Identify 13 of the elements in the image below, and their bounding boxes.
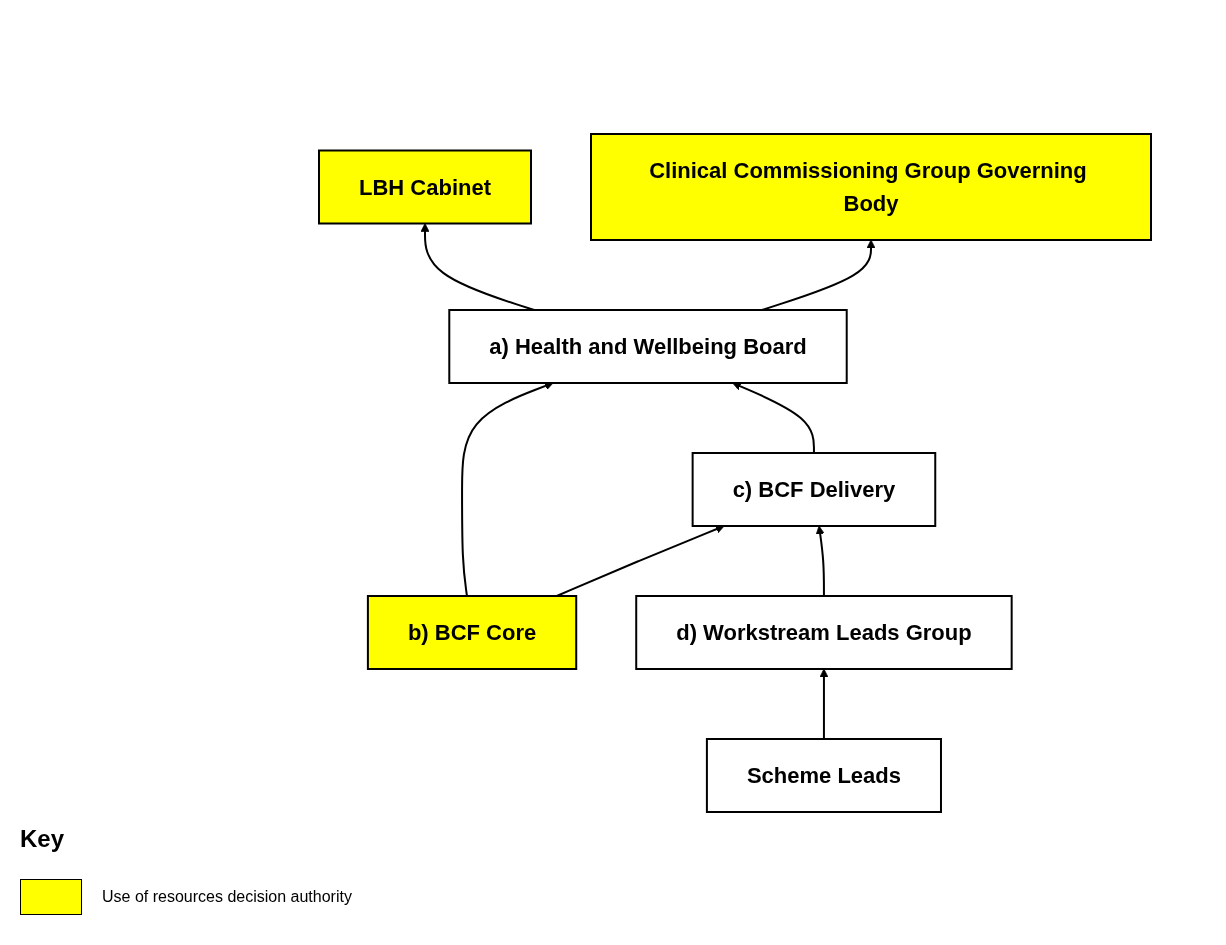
node-box: b) BCF Core <box>366 594 578 670</box>
node-box: LBH Cabinet <box>318 149 532 224</box>
node-box: Scheme Leads <box>705 737 942 813</box>
node-box: a) Health and Wellbeing Board <box>448 308 848 384</box>
node-box: c) BCF Delivery <box>691 451 937 527</box>
node-box: Clinical Commissioning Group Governing Body <box>590 132 1152 241</box>
node-box: d) Workstream Leads Group <box>635 594 1013 670</box>
arrow <box>732 381 815 454</box>
arrow <box>815 525 825 597</box>
legend-text: Use of resources decision authority <box>102 888 352 906</box>
arrow <box>461 381 554 597</box>
key-heading: Key <box>20 825 65 853</box>
arrow <box>819 668 829 740</box>
